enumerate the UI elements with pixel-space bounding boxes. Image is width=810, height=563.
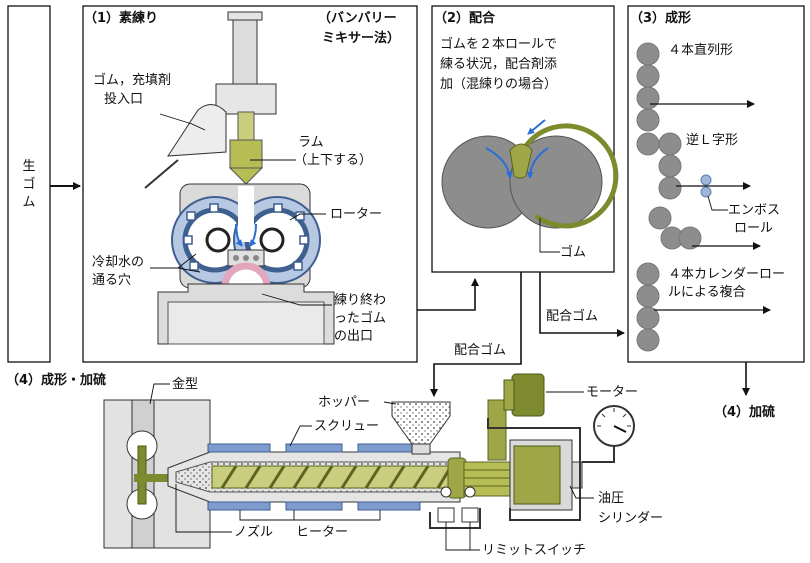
cooling-label-line2: 通る穴 <box>92 273 132 288</box>
motor <box>511 373 545 417</box>
banbury-mixer <box>144 11 335 345</box>
calender-label-line2: ルによる複合 <box>668 285 746 300</box>
compounded-rubber-label-2: 配合ゴム <box>454 343 507 358</box>
ram <box>237 111 255 143</box>
inlet-label-line1: ゴム，充填剤 <box>93 73 172 88</box>
raw-rubber-box <box>7 5 51 363</box>
step4-title: （4）成形・加硫 <box>6 373 107 388</box>
step1-method-line1: （バンバリー <box>318 11 397 26</box>
emboss-label-line2: ロール <box>734 221 774 236</box>
raw-rubber-label: 生 ゴ ム <box>21 158 37 212</box>
ram-label-line1: ラム <box>298 135 324 150</box>
step1-title: （1）素練り <box>84 11 159 26</box>
arrow-step2-to-step3 <box>539 272 625 337</box>
hydraulic-label-line1: 油圧 <box>598 491 625 506</box>
screw-label: スクリュー <box>314 419 380 434</box>
arrow-step1-to-step2 <box>417 278 479 311</box>
injection-molding-machine <box>103 373 635 549</box>
inlet-label-line2: 投入口 <box>104 92 144 107</box>
raw-rubber-char-3: ム <box>22 195 36 210</box>
limit-switch-label: リミットスイッチ <box>482 543 587 558</box>
ram-label-line2: （上下する） <box>294 153 373 168</box>
outlet-label-line1: 練り終わ <box>334 293 387 308</box>
reverse-l-label: 逆Ｌ字形 <box>686 133 739 148</box>
vulcanize-label: （4）加硫 <box>714 405 776 420</box>
cooling-label-line1: 冷却水の <box>92 255 145 270</box>
step2-title: （2）配合 <box>434 11 496 26</box>
step2-desc-line2: 練る状況，配合剤添 <box>440 57 558 72</box>
step3-title: （3）成形 <box>630 11 692 26</box>
step2-desc-line3: 加（混練りの場合） <box>440 77 558 92</box>
motor-label: モーター <box>586 385 639 400</box>
step1-method-line2: ミキサー法） <box>322 31 401 46</box>
raw-rubber-char-2: ゴ <box>22 177 36 192</box>
compounded-rubber-label-1: 配合ゴム <box>546 309 599 324</box>
two-roll-mill <box>441 119 619 229</box>
calender-label-line1: ４本カレンダーロー <box>668 267 786 282</box>
step2-rubber-label: ゴム <box>560 245 587 260</box>
hydraulic-label-line2: シリンダー <box>598 511 664 526</box>
outlet-label-line3: の出口 <box>334 329 374 344</box>
hopper-label: ホッパー <box>318 395 371 410</box>
calender-rolls <box>636 42 702 352</box>
heater-label: ヒーター <box>296 525 349 540</box>
arrow-step2-to-hopper <box>430 272 522 397</box>
step2-frame <box>431 5 615 273</box>
nozzle-label: ノズル <box>234 525 274 540</box>
outlet-label-line2: ったゴム <box>334 311 387 326</box>
emboss-rolls <box>700 174 712 198</box>
step2-desc-line1: ゴムを２本ロールで <box>440 37 558 52</box>
mold-label: 金型 <box>172 377 199 392</box>
straight-form-label: ４本直列形 <box>668 43 734 58</box>
rotor-label: ローター <box>330 207 383 222</box>
emboss-label-line1: エンボス <box>728 203 781 218</box>
raw-rubber-char-1: 生 <box>22 159 36 174</box>
